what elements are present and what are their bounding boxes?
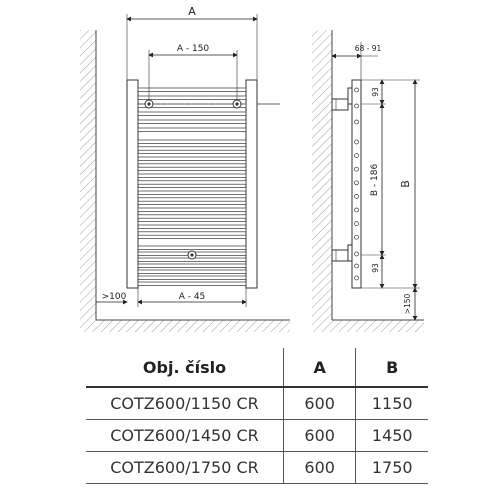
rung [137, 95, 247, 100]
dim-label-a: A [188, 5, 196, 18]
side-view: 68 - 91 93 B - 186 93 B >150 [312, 30, 424, 332]
side-rung-ends [354, 87, 359, 281]
rung [137, 281, 247, 286]
rung [137, 269, 247, 274]
rung [137, 146, 247, 151]
cell-item-number: COTZ600/1150 CR [86, 387, 284, 420]
cell-b: 1150 [355, 387, 428, 420]
rung-end [354, 234, 359, 240]
spec-table: Obj. číslo A B COTZ600/1150 CR 600 1150 … [86, 348, 428, 484]
dim-label-wall-gap: >100 [102, 292, 127, 302]
dim-label-bottom-93: 93 [371, 263, 380, 273]
rung [137, 245, 247, 250]
rung [137, 221, 247, 226]
dim-label-a-150: A - 150 [177, 44, 210, 54]
header-a: A [282, 348, 356, 388]
rung [137, 214, 247, 219]
table-row: COTZ600/1750 CR 600 1750 [86, 451, 428, 484]
dim-label-b: B [399, 180, 412, 188]
rung [137, 275, 247, 280]
table-row: COTZ600/1450 CR 600 1450 [86, 419, 428, 452]
rung [137, 180, 247, 185]
rung-end [354, 119, 359, 125]
rung-end [354, 103, 359, 109]
wall-hatch [80, 30, 96, 320]
rung [137, 194, 247, 199]
rung [137, 263, 247, 268]
cell-b: 1750 [355, 451, 428, 484]
dim-label-a-45: A - 45 [179, 292, 206, 302]
side-wall-hatch [312, 30, 332, 320]
floor-hatch [80, 320, 290, 332]
cell-a: 600 [282, 387, 356, 420]
rung [137, 139, 247, 144]
cell-a: 600 [282, 419, 356, 452]
rung-end [354, 207, 359, 213]
rung [137, 228, 247, 233]
rung [137, 207, 247, 212]
header-item-number: Obj. číslo [86, 348, 284, 388]
rung [137, 127, 247, 132]
right-side-tube [245, 79, 258, 289]
cell-b: 1450 [355, 419, 428, 452]
rung-end [354, 251, 359, 257]
rung-end [354, 153, 359, 158]
rung-end [354, 194, 359, 199]
rung [137, 166, 247, 171]
rung [137, 103, 247, 108]
table-row: COTZ600/1150 CR 600 1150 [86, 387, 428, 420]
rung-end [354, 180, 359, 186]
technical-drawing: A A - 150 A - 45 >100 [80, 5, 424, 332]
table-header-row: Obj. číslo A B [86, 348, 428, 388]
rung-end [354, 263, 359, 269]
rung-end [354, 275, 359, 281]
rung [137, 234, 247, 239]
header-b: B [355, 348, 428, 388]
cell-item-number: COTZ600/1450 CR [86, 419, 284, 452]
rung [137, 153, 247, 158]
dim-label-top-93: 93 [371, 87, 380, 97]
rung-end [354, 221, 359, 226]
rung [137, 200, 247, 205]
front-view: A A - 150 A - 45 >100 [80, 5, 290, 332]
rung [137, 87, 247, 92]
rung-end [354, 87, 359, 93]
cell-a: 600 [282, 451, 356, 484]
dim-label-floor-gap: >150 [403, 293, 412, 314]
side-floor-hatch [312, 320, 424, 332]
dim-label-depth: 68 - 91 [355, 44, 382, 53]
rung-end [354, 166, 359, 172]
dim-label-b-186: B - 186 [370, 164, 380, 197]
bottom-center-mount [187, 250, 197, 260]
left-side-tube [126, 79, 139, 289]
rung [137, 111, 247, 116]
rung [137, 173, 247, 178]
rung [137, 187, 247, 192]
cell-item-number: COTZ600/1750 CR [86, 451, 284, 484]
rung-end [354, 139, 359, 145]
rung [137, 119, 247, 124]
rung [137, 160, 247, 165]
